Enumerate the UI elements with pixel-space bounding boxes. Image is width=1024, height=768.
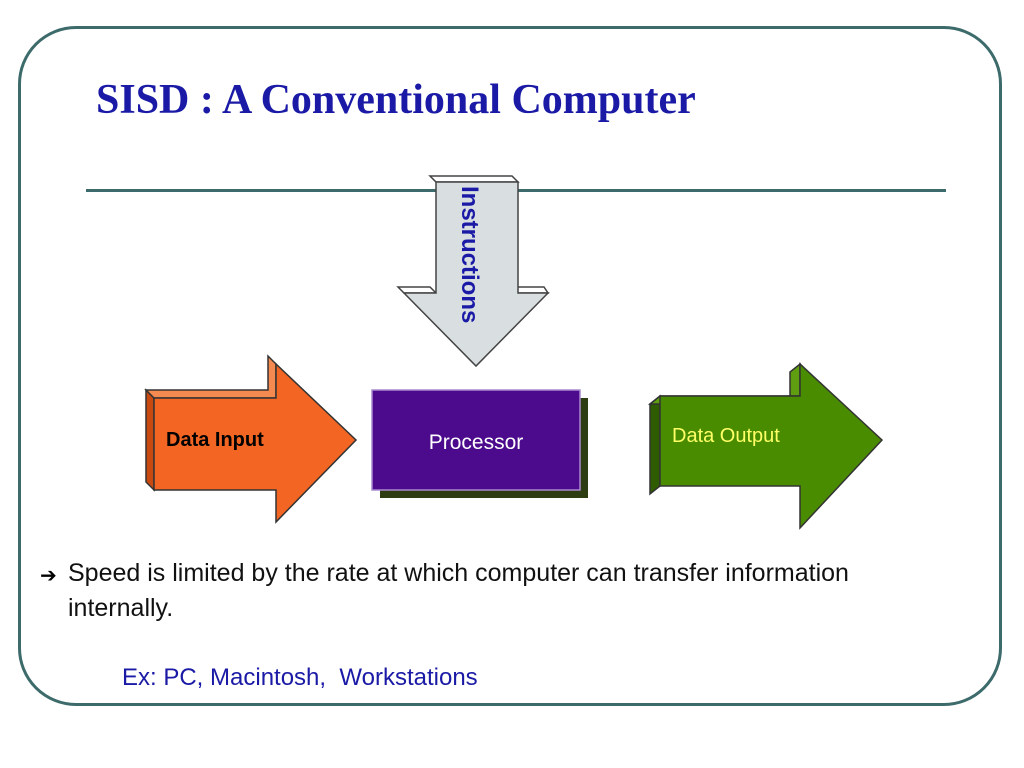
bullet-text: Speed is limited by the rate at which co… bbox=[68, 559, 849, 622]
data-input-arrow: Data Input bbox=[144, 354, 358, 524]
instructions-arrow-shape bbox=[402, 181, 550, 368]
processor-label: Processor bbox=[429, 431, 524, 454]
right-arrow-icon: ➔ bbox=[40, 563, 57, 587]
data-input-label: Data Input bbox=[166, 429, 264, 451]
data-output-label: Data Output bbox=[672, 425, 780, 447]
instructions-arrow: Instructions bbox=[396, 175, 550, 368]
slide-frame bbox=[18, 26, 1002, 706]
processor-shape bbox=[371, 389, 581, 491]
example-text: Ex: PC, Macintosh, Workstations bbox=[122, 664, 478, 691]
slide-title: SISD : A Conventional Computer bbox=[96, 77, 696, 123]
data-output-arrow-shape bbox=[659, 362, 884, 530]
bullet-point: ➔ Speed is limited by the rate at which … bbox=[40, 556, 940, 626]
data-output-arrow: Data Output bbox=[647, 362, 884, 530]
processor-box: Processor bbox=[371, 389, 588, 498]
data-input-arrow-shape bbox=[153, 362, 358, 524]
instructions-label: Instructions bbox=[456, 186, 483, 323]
